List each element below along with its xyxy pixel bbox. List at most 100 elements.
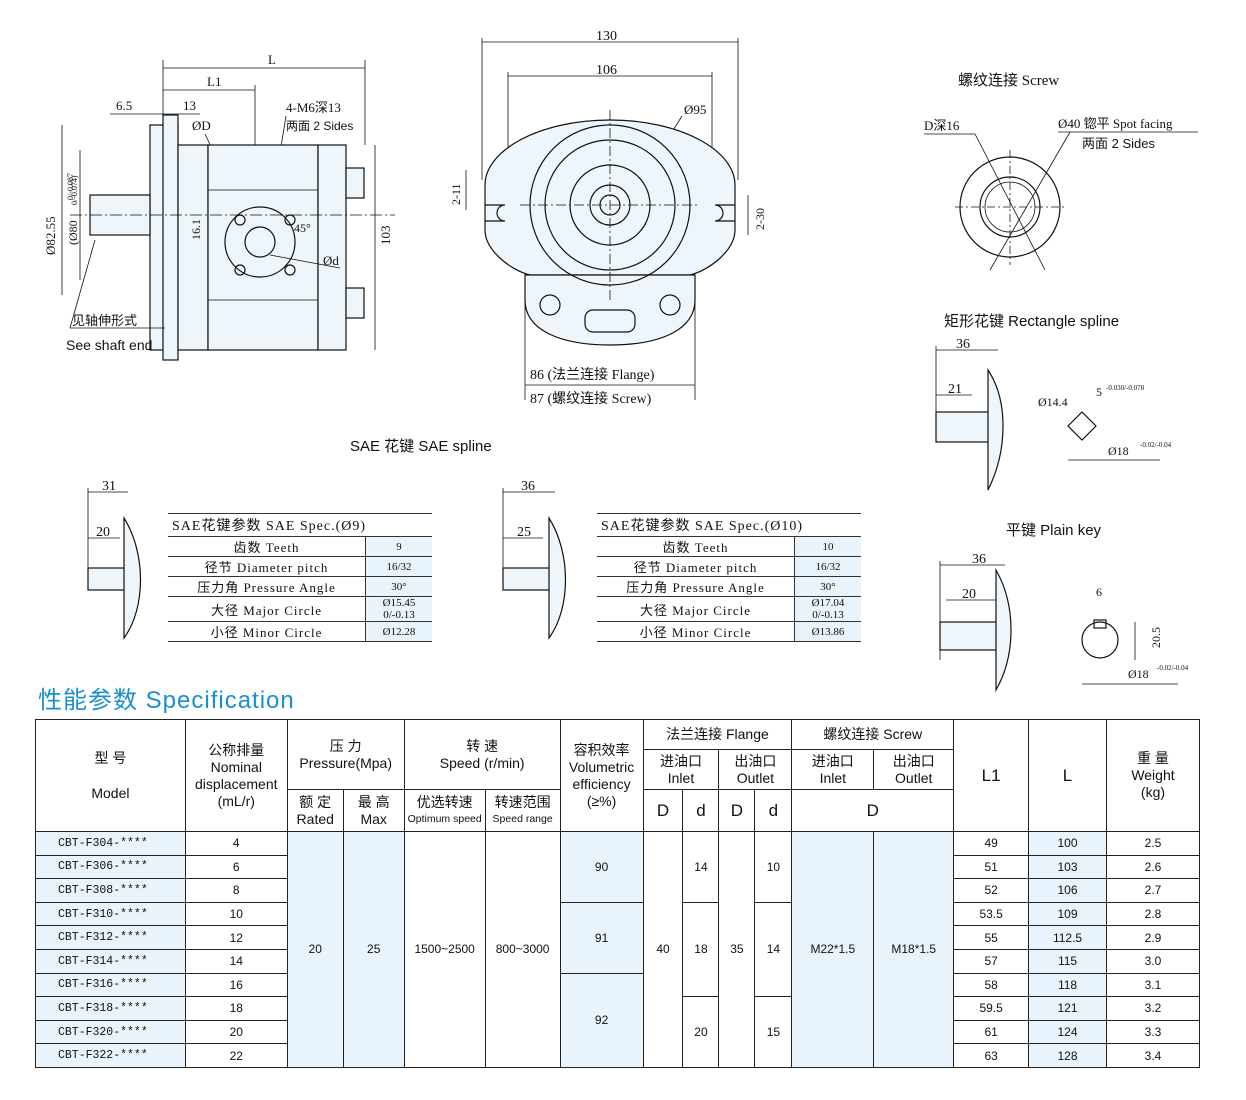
dim-2-11: 2-11 [449, 183, 463, 205]
cell-disp: 8 [184, 878, 288, 903]
cell-weight: 2.7 [1105, 878, 1201, 903]
plain-dim-6: 6 [1096, 585, 1102, 599]
dim-2-30: 2-30 [753, 208, 767, 230]
sae10-key: 小径 Minor Circle [597, 621, 795, 642]
header-range-cn: 转速范围 [494, 793, 551, 810]
cell-L: 121 [1028, 996, 1107, 1021]
sae10-key: 径节 Diameter pitch [597, 556, 795, 577]
cell-model: CBT-F318-**** [35, 996, 186, 1021]
header-inlet-cn: 进油口 [811, 752, 854, 769]
header-press-en: Pressure(Mpa) [299, 754, 393, 771]
cell-L: 128 [1028, 1043, 1107, 1068]
sae9-key: 小径 Minor Circle [168, 621, 366, 642]
dim-screw-87: 87 (螺纹连接 Screw) [530, 390, 652, 407]
front-view-drawing: 130 106 Ø95 2-11 2-30 86 (法兰连接 Flange) 8… [449, 29, 767, 407]
cell-weight: 2.9 [1105, 925, 1201, 950]
screw-detail-spot: Ø40 锪平 Spot facing [1058, 116, 1173, 131]
cell-model: CBT-F314-**** [35, 948, 186, 974]
cell-disp: 16 [184, 972, 288, 998]
sae10-val: Ø13.86 [794, 621, 861, 642]
sae9-val: Ø15.45 0/-0.13 [365, 596, 432, 622]
sae-left-dim-20: 20 [96, 525, 110, 540]
shaft-note-cn: 见轴伸形式 [72, 313, 137, 328]
header-max-en: Max [360, 810, 387, 827]
sae9-val: 30° [365, 576, 432, 597]
sae9-key: 压力角 Pressure Angle [168, 576, 366, 597]
cell-L: 118 [1028, 972, 1107, 998]
sae10-val: Ø17.04 0/-0.13 [794, 596, 861, 622]
header-flange-out-D: D [718, 789, 756, 832]
sae10-val: 10 [794, 536, 861, 557]
dim-106: 106 [596, 63, 617, 78]
sae10-val: 16/32 [794, 556, 861, 577]
header-wt-en: Weight [1131, 767, 1175, 783]
header-eff-unit: (≥%) [586, 792, 617, 809]
header-inlet-en: Inlet [819, 769, 847, 786]
sae-right-dim-36: 36 [521, 479, 535, 494]
dim-103: 103 [378, 226, 393, 246]
dim-16-1: 16.1 [189, 219, 203, 240]
plain-key-drawing: 平键 Plain key 36 20 6 20.5 Ø18 -0.02/-0.0… [939, 522, 1189, 693]
header-rated-en: Rated [296, 810, 334, 827]
sae9-key: 齿数 Teeth [168, 536, 366, 557]
header-wt-cn: 重 量 [1137, 750, 1169, 766]
header-disp-en1: Nominal [210, 758, 262, 775]
header-max-cn: 最 高 [357, 793, 390, 810]
header-disp-cn: 公称排量 [208, 741, 265, 758]
sae9-key: 径节 Diameter pitch [168, 556, 366, 577]
dim-45: 45° [294, 221, 311, 235]
header-rated-cn: 额 定 [299, 793, 332, 810]
cell-flange-out-d: 14 [754, 901, 793, 998]
dim-dia95: Ø95 [684, 102, 706, 117]
cell-flange-in-d: 18 [682, 901, 720, 998]
cell-flange-in-d: 20 [682, 996, 720, 1068]
plain-dim-20-5: 20.5 [1149, 627, 1163, 648]
cell-model: CBT-F310-**** [35, 901, 186, 927]
dim-phid: Ød [323, 253, 339, 268]
plain-dim-18-tol: -0.02/-0.04 [1157, 664, 1189, 672]
cell-weight: 2.8 [1105, 901, 1201, 927]
sae9-key: 大径 Major Circle [168, 596, 366, 622]
screw-detail-drawing: 螺纹连接 Screw D深16 Ø40 锪平 Spot facing 两面 2 … [924, 72, 1198, 271]
dim-130: 130 [596, 29, 617, 44]
cell-L: 106 [1028, 878, 1107, 903]
cell-weight: 2.5 [1105, 831, 1201, 856]
rect-spline-title: 矩形花键 Rectangle spline [944, 313, 1119, 330]
plain-dim-18: Ø18 [1128, 667, 1149, 681]
header-L: L [1028, 719, 1107, 832]
plain-key-title: 平键 Plain key [1006, 522, 1102, 539]
dim-dia-main: Ø82.55 [43, 216, 58, 255]
header-eff-cn: 容积效率 [573, 741, 630, 758]
rect-dim-5: 5 [1096, 385, 1102, 399]
cell-L1: 61 [953, 1019, 1030, 1045]
header-flange: 法兰连接 Flange [642, 719, 793, 750]
cell-model: CBT-F312-**** [35, 925, 186, 950]
cell-flange-in-d: 14 [682, 831, 720, 903]
sae10-key: 齿数 Teeth [597, 536, 795, 557]
cell-model: CBT-F316-**** [35, 972, 186, 998]
dim-dia-alt-tol: 0/-0.074) [70, 175, 79, 205]
header-outlet-cn: 出油口 [892, 752, 935, 769]
dim-L1: L1 [207, 74, 221, 89]
cell-weight: 3.1 [1105, 972, 1201, 998]
sae9-val: Ø12.28 [365, 621, 432, 642]
cell-rated: 20 [286, 831, 344, 1068]
header-outlet-en: Outlet [895, 769, 933, 786]
screw-detail-sides: 两面 2 Sides [1082, 136, 1155, 151]
sae10-key: 压力角 Pressure Angle [597, 576, 795, 597]
cell-disp: 10 [184, 901, 288, 927]
cell-L1: 51 [953, 854, 1030, 880]
cell-flange-out-d: 10 [754, 831, 793, 903]
